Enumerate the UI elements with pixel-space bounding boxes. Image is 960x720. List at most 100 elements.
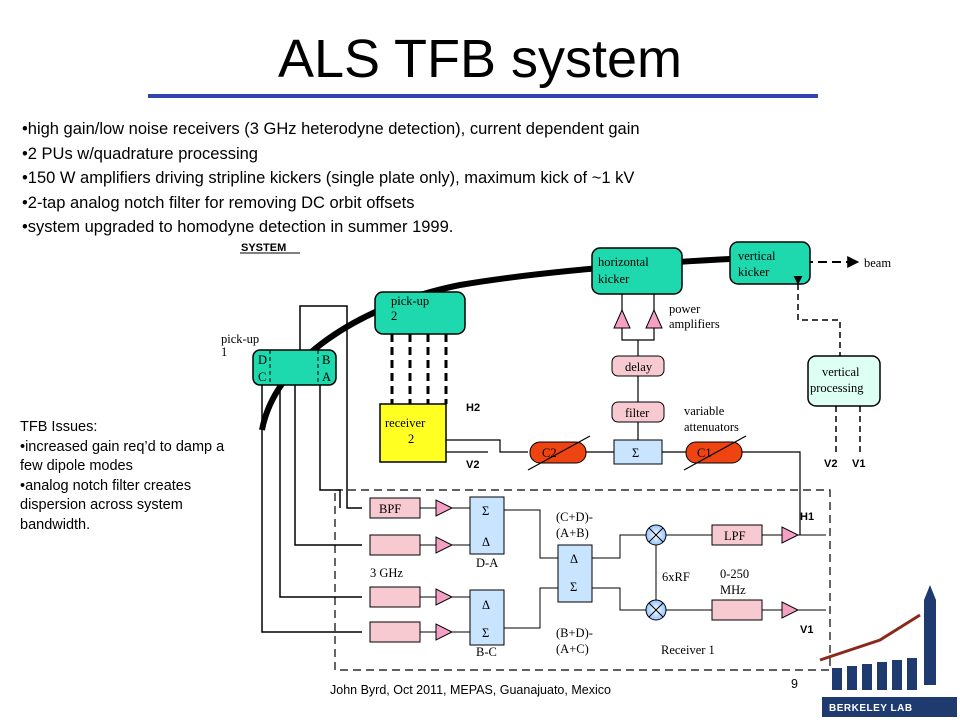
receiver1-label: Receiver 1 [661,643,715,657]
vertical-processing-block [807,355,881,407]
delay-label: delay [625,360,653,374]
c1-label: C1 [697,446,712,460]
hybrid-combiner [557,544,593,603]
logo-tower-top [924,585,936,600]
pickup1-cable [261,385,362,633]
issues-heading: TFB Issues: [20,419,98,435]
pickup1-d: D [258,353,267,367]
receiver2-label: receiver [385,416,426,430]
mixer-icon [648,602,664,618]
power-amplifiers-label: power [669,302,701,316]
cd-ab-label: (C+D)- [556,510,593,524]
bd-ac-label: (A+C) [556,642,589,656]
title-underline [148,94,818,98]
hybrid-bc [469,589,505,646]
attenuator-slash [683,435,747,471]
hybrid-delta: Δ [482,535,490,549]
sigma-label: Σ [632,446,639,460]
vertical-processing-label: vertical [822,365,860,379]
sigma-block [613,439,663,465]
pickup1-a: A [322,370,331,384]
amplifier-icon [781,601,800,619]
hybrid-delta: Δ [482,598,490,612]
h2-label: H2 [466,402,480,414]
system-label: SYSTEM [241,242,286,254]
logo-tower [924,600,936,685]
v1-label: V1 [800,624,813,636]
wire [592,587,646,611]
hybrid-sigma: Σ [570,580,577,594]
logo-bar [822,697,957,717]
wire [446,439,528,453]
pickup2-block [374,291,466,335]
bc-label: B-C [476,645,497,659]
tfb-issues: TFB Issues: increased gain req’d to damp… [20,418,250,535]
wire [742,451,801,535]
v1-right-label: V1 [852,458,865,470]
horizontal-kicker-label: kicker [598,272,630,286]
vertical-kicker-label: kicker [738,265,770,279]
bullet-item: 2-tap analog notch filter for removing D… [22,191,640,216]
pickup1-cable [319,385,341,508]
mhz-label: MHz [720,583,746,597]
power-amplifiers-label: amplifiers [669,317,720,331]
receiver2-number: 2 [408,432,414,446]
logo-arches [832,658,917,690]
logo-roofline [819,613,921,662]
horizontal-kicker-block [591,247,683,295]
slide-title: ALS TFB system [277,29,683,89]
hybrid-da [469,496,505,555]
wire [504,509,558,559]
mixer-icon [648,527,664,543]
v2-right-label: V2 [824,458,837,470]
beam-label: beam [864,256,891,270]
receiver1-boundary [334,489,831,671]
pickup1-label: pick-up [221,332,259,346]
variable-attenuators-label: variable [684,404,725,418]
vertical-kicker-block [729,241,811,285]
vertical-processing-label: processing [810,381,864,395]
pickup1-c: C [258,370,266,384]
hybrid-delta: Δ [570,552,578,566]
wire [592,534,646,559]
bullet-item: 150 W amplifiers driving stripline kicke… [22,166,640,191]
mhz-label: 0-250 [720,567,749,581]
pickup1-b: B [322,353,330,367]
bullet-item: high gain/low noise receivers (3 GHz het… [22,117,640,142]
h1-label: H1 [800,511,814,523]
rf-label: 6xRF [662,570,690,584]
logo-text: BERKELEY LAB [829,703,913,714]
horizontal-kicker-label: horizontal [598,255,649,269]
vertical-signal-path [793,275,841,356]
bd-ac-label: (B+D)- [556,626,593,640]
amplifier-icon [781,526,800,544]
lpf-label: LPF [724,529,746,543]
pickup1-number: 1 [221,345,227,359]
bpf-label: BPF [379,502,401,516]
cd-ab-label: (A+B) [556,526,589,540]
pickup1-cable [294,385,362,546]
attenuator-slash [527,435,591,471]
bullet-item: 2 PUs w/quadrature processing [22,142,640,167]
v2-label: V2 [466,459,479,471]
hybrid-sigma: Σ [482,504,489,518]
receiver2-block [379,403,447,463]
da-label: D-A [476,556,498,570]
filter-label: filter [625,406,650,420]
pickup2-label: pick-up [391,294,429,308]
footer-credit: John Byrd, Oct 2011, MEPAS, Guanajuato, … [330,683,611,697]
wire [504,587,558,629]
c2-label: C2 [542,446,557,460]
pickup1-cable [299,305,362,509]
page-number: 9 [791,677,798,691]
bullet-item: system upgraded to homodyne detection in… [22,215,640,240]
bullet-list: high gain/low noise receivers (3 GHz het… [22,117,640,240]
issue-item: analog notch filter creates dispersion a… [20,477,250,536]
pickup2-number: 2 [391,309,397,323]
hybrid-sigma: Σ [482,626,489,640]
3ghz-label: 3 GHz [370,566,403,580]
vertical-kicker-label: vertical [738,249,776,263]
issue-item: increased gain req’d to damp a few dipol… [20,438,250,477]
